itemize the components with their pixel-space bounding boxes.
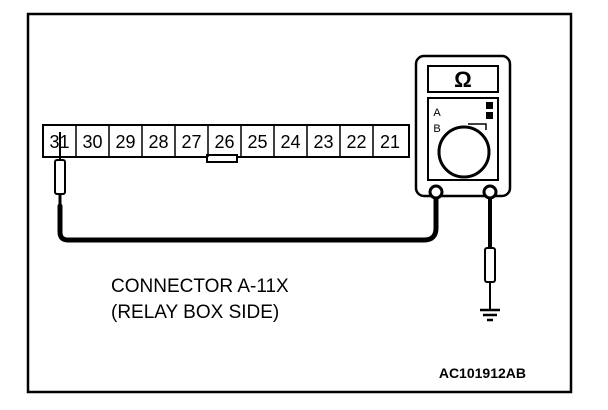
connector: 31 30 29 28 27 26 25 24 23 22 21 xyxy=(42,124,410,163)
pin-separators xyxy=(75,125,374,157)
pin-21-label: 21 xyxy=(380,132,400,152)
caption-line-1: CONNECTOR A-11X xyxy=(111,276,289,297)
v-ohm-jack xyxy=(482,184,498,200)
pin-25-label: 25 xyxy=(247,132,267,152)
frame xyxy=(26,12,573,394)
multimeter-display xyxy=(427,65,499,93)
connector-lock-tab xyxy=(206,154,238,163)
caption-line-2: (RELAY BOX SIDE) xyxy=(111,302,279,323)
multimeter: Ω A B xyxy=(414,54,512,200)
connector-probe xyxy=(54,132,66,206)
figure-code: AC101912AB xyxy=(439,365,526,381)
test-lead-wire xyxy=(57,191,439,243)
com-jack xyxy=(428,184,444,200)
range-mark-a: A xyxy=(433,107,441,119)
pin-29-label: 29 xyxy=(115,132,135,152)
ohm-symbol: Ω xyxy=(454,67,472,92)
pin-28-label: 28 xyxy=(148,132,168,152)
pin-22-label: 22 xyxy=(346,132,366,152)
range-indicator-2 xyxy=(486,112,493,119)
pin-30-label: 30 xyxy=(82,132,102,152)
ground-icon xyxy=(480,308,500,322)
pin-27-label: 27 xyxy=(181,132,201,152)
pin-26-label: 26 xyxy=(214,132,234,152)
ground-lead xyxy=(484,198,496,310)
rotary-dial xyxy=(437,125,491,179)
range-mark-b: B xyxy=(433,123,440,135)
pin-24-label: 24 xyxy=(280,132,300,152)
range-indicator-1 xyxy=(486,102,493,109)
pin-23-label: 23 xyxy=(313,132,333,152)
